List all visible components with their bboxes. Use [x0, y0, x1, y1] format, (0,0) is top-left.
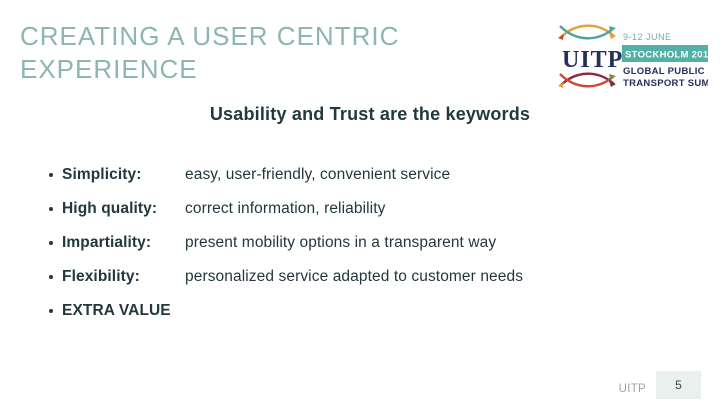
bullet-description: easy, user-friendly, convenient service	[185, 166, 451, 183]
bullet-item-flexibility: Flexibility: personalized service adapte…	[40, 260, 680, 294]
bullet-item-high-quality: High quality: correct information, relia…	[40, 192, 680, 226]
page-number: 5	[675, 378, 682, 392]
bullet-list: Simplicity: easy, user-friendly, conveni…	[40, 158, 680, 328]
footer-brand-label: UITP	[618, 383, 646, 395]
bullet-term: Simplicity:	[62, 166, 142, 183]
bullet-term: EXTRA VALUE	[62, 302, 171, 319]
slide-subtitle: Usability and Trust are the keywords	[209, 104, 531, 124]
slide-title-line1: CREATING A USER CENTRIC	[20, 21, 400, 51]
logo-cityyear-label: STOCKHOLM 2019	[625, 50, 708, 61]
bullet-term: High quality:	[62, 200, 158, 217]
bullet-term: Impartiality:	[62, 234, 152, 251]
bullet-item-simplicity: Simplicity: easy, user-friendly, conveni…	[40, 158, 680, 192]
logo-cityyear-box	[622, 45, 708, 62]
bullet-icon	[40, 309, 62, 313]
slide-title-line2: EXPERIENCE	[20, 54, 198, 84]
logo-summit-line2: TRANSPORT SUMMIT	[623, 78, 708, 89]
uitp-logo-icon: UITP 9-12 JUNE STOCKHOLM 2019 GLOBAL PUB…	[558, 24, 708, 89]
logo-dates-label: 9-12 JUNE	[623, 32, 672, 42]
bullet-icon	[40, 207, 62, 211]
bullet-term: Flexibility:	[62, 268, 140, 285]
logo-summit-line1: GLOBAL PUBLIC	[623, 66, 705, 77]
bullet-description: present mobility options in a transparen…	[185, 234, 497, 251]
bullet-description: correct information, reliability	[185, 200, 386, 217]
bullet-icon	[40, 275, 62, 279]
uitp-wordmark: UITP	[562, 47, 623, 73]
bullet-icon	[40, 241, 62, 245]
bullet-item-extra-value: EXTRA VALUE	[40, 294, 680, 328]
slide-title: CREATING A USER CENTRIC EXPERIENCE	[20, 20, 490, 86]
page-number-badge: 5	[656, 371, 701, 399]
bullet-item-impartiality: Impartiality: present mobility options i…	[40, 226, 680, 260]
bullet-icon	[40, 173, 62, 177]
uitp-summit-logo: UITP 9-12 JUNE STOCKHOLM 2019 GLOBAL PUB…	[556, 16, 708, 96]
bullet-description: personalized service adapted to customer…	[185, 268, 524, 285]
